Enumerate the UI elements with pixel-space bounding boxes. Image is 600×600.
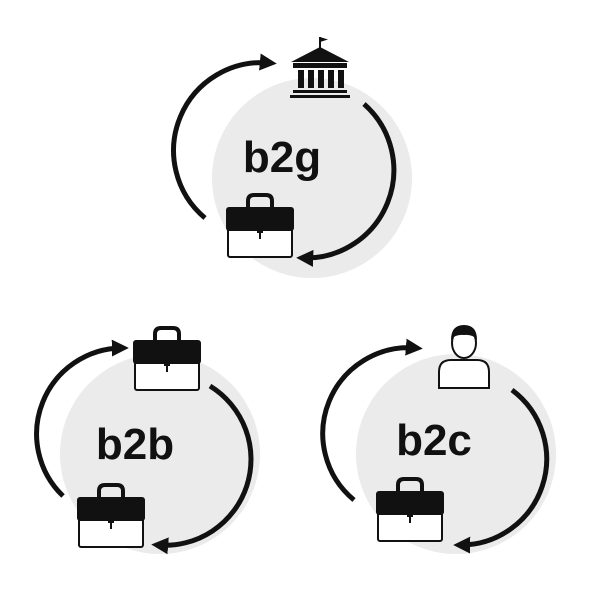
b2g-arrow-bottom	[296, 102, 397, 267]
b2c-arrow-top	[320, 338, 423, 502]
b2g-label: b2g	[243, 133, 321, 182]
b2g-cycle: b2g	[171, 36, 412, 278]
b2c-cycle: b2c	[320, 324, 556, 554]
b2b-cycle: b2b	[34, 326, 260, 555]
b2b-label: b2b	[96, 420, 174, 469]
briefcase-icon	[131, 326, 203, 392]
b2b-arrow-bottom	[151, 383, 254, 555]
b2c-label: b2c	[396, 416, 472, 465]
b2g-arrow-top	[171, 53, 277, 220]
b2c-arrow-bottom	[453, 387, 550, 554]
b2b-arrow-top	[34, 339, 129, 498]
